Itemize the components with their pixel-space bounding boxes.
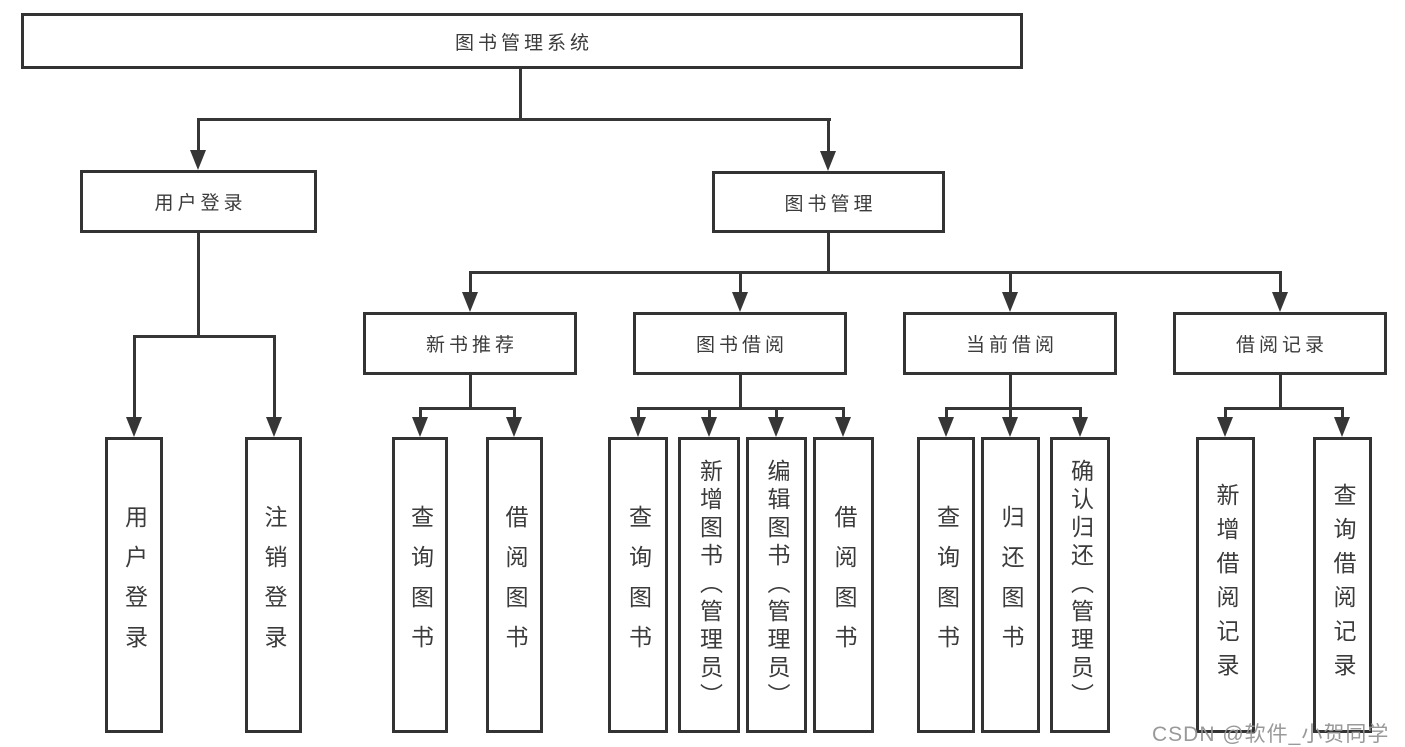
arrow-down-icon: [630, 417, 646, 437]
connector-vline: [1009, 407, 1012, 421]
connector-vline: [1341, 407, 1344, 421]
connector-hline: [945, 407, 1082, 410]
connector-vline: [1009, 375, 1012, 410]
connector-vline: [513, 407, 516, 421]
connector-vline: [739, 271, 742, 296]
connector-vline: [197, 118, 200, 154]
connector-vline: [827, 118, 830, 154]
leaf-borrow-books-recommend: 借阅图书: [486, 437, 543, 733]
arrow-down-icon: [732, 292, 748, 312]
leaf-query-books-current: 查询图书: [917, 437, 975, 733]
arrow-down-icon: [820, 151, 836, 171]
connector-vline: [945, 407, 948, 421]
connector-vline: [1279, 271, 1282, 296]
connector-vline: [197, 233, 200, 338]
leaf-confirm-return-admin: 确认归还（管理员）: [1050, 437, 1110, 733]
csdn-watermark: CSDN @软件_小贺同学: [1152, 723, 1390, 746]
node-library-system: 图书管理系统: [21, 13, 1023, 69]
connector-vline: [739, 375, 742, 410]
arrow-down-icon: [768, 417, 784, 437]
connector-hline: [133, 335, 275, 338]
leaf-return-books: 归还图书: [981, 437, 1040, 733]
arrow-down-icon: [126, 417, 142, 437]
node-borrow-records: 借阅记录: [1173, 312, 1387, 375]
connector-hline: [197, 118, 831, 121]
connector-vline: [775, 407, 778, 421]
connector-vline: [519, 69, 522, 121]
arrow-down-icon: [1072, 417, 1088, 437]
leaf-query-borrow-record: 查询借阅记录: [1313, 437, 1372, 733]
node-new-book-recommend: 新书推荐: [363, 312, 577, 375]
arrow-down-icon: [462, 292, 478, 312]
arrow-down-icon: [506, 417, 522, 437]
connector-vline: [1224, 407, 1227, 421]
arrow-down-icon: [1217, 417, 1233, 437]
connector-vline: [1009, 271, 1012, 296]
connector-vline: [827, 233, 830, 274]
node-user-login: 用户登录: [80, 170, 317, 233]
node-book-management: 图书管理: [712, 171, 945, 233]
arrow-down-icon: [938, 417, 954, 437]
node-book-borrow: 图书借阅: [633, 312, 847, 375]
connector-vline: [708, 407, 711, 421]
connector-vline: [637, 407, 640, 421]
connector-hline: [469, 271, 1282, 274]
arrow-down-icon: [1002, 417, 1018, 437]
arrow-down-icon: [190, 150, 206, 170]
arrow-down-icon: [701, 417, 717, 437]
connector-vline: [469, 375, 472, 410]
connector-vline: [273, 335, 276, 421]
leaf-user-login: 用户登录: [105, 437, 163, 733]
connector-hline: [1224, 407, 1344, 410]
arrow-down-icon: [1334, 417, 1350, 437]
connector-vline: [469, 271, 472, 296]
leaf-add-books-admin: 新增图书（管理员）: [678, 437, 740, 733]
leaf-edit-books-admin: 编辑图书（管理员）: [746, 437, 807, 733]
connector-vline: [842, 407, 845, 421]
connector-vline: [1279, 375, 1282, 410]
leaf-logout: 注销登录: [245, 437, 302, 733]
connector-vline: [419, 407, 422, 421]
connector-vline: [1079, 407, 1082, 421]
arrow-down-icon: [1002, 292, 1018, 312]
arrow-down-icon: [835, 417, 851, 437]
arrow-down-icon: [266, 417, 282, 437]
arrow-down-icon: [1272, 292, 1288, 312]
connector-hline: [637, 407, 845, 410]
connector-hline: [419, 407, 516, 410]
leaf-query-books-recommend: 查询图书: [392, 437, 448, 733]
leaf-query-books-borrow: 查询图书: [608, 437, 668, 733]
leaf-add-borrow-record: 新增借阅记录: [1196, 437, 1255, 733]
leaf-borrow-books: 借阅图书: [813, 437, 874, 733]
node-current-borrow: 当前借阅: [903, 312, 1117, 375]
arrow-down-icon: [412, 417, 428, 437]
connector-vline: [133, 335, 136, 421]
